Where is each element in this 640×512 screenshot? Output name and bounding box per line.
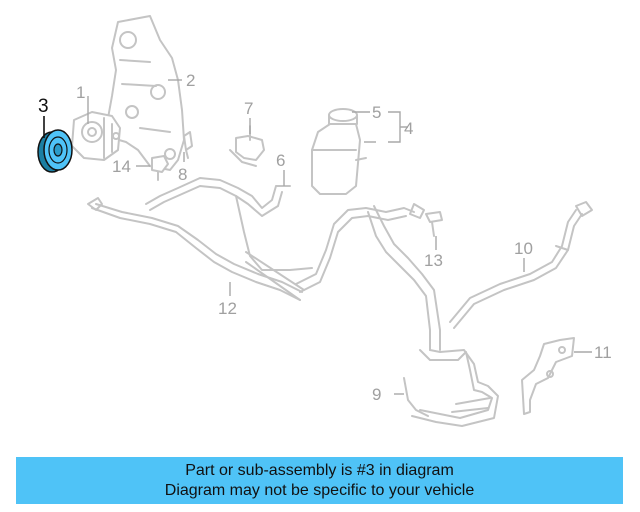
hose-10 [449,201,593,329]
callout-9: 9 [372,385,381,404]
bolt-14 [151,155,169,181]
callout-13: 13 [424,251,443,270]
leader-lines [43,79,592,395]
cooler-loop [403,349,499,427]
callout-14: 14 [112,157,131,176]
diagram-notice-banner: Part or sub-assembly is #3 in diagram Di… [16,457,623,504]
callout-4: 4 [404,119,413,138]
banner-line-disclaimer: Diagram may not be specific to your vehi… [164,481,475,499]
bolt-13 [425,211,443,237]
timing-cover [107,15,185,171]
clip-8 [183,131,193,159]
banner-line-part-number: Part or sub-assembly is #3 in diagram [185,461,454,479]
callout-10: 10 [514,239,533,258]
reservoir [311,108,367,195]
power-steering-pump [71,111,121,161]
pulley-highlighted [37,129,73,173]
callout-labels: 1 2 3 4 5 6 7 8 9 10 11 12 13 14 [38,71,612,404]
callout-11: 11 [594,343,612,362]
callout-1: 1 [76,83,85,102]
callout-7: 7 [244,99,253,118]
callout-8: 8 [178,165,187,184]
callout-5: 5 [372,103,381,122]
parts-diagram: 1 2 3 4 5 6 7 8 9 10 11 12 13 14 [37,15,612,427]
bracket-7 [229,125,265,167]
callout-12: 12 [218,299,237,318]
callout-3: 3 [38,96,49,117]
hoses [87,177,441,351]
callout-6: 6 [276,151,285,170]
bracket-11 [521,337,575,415]
callout-2: 2 [186,71,195,90]
